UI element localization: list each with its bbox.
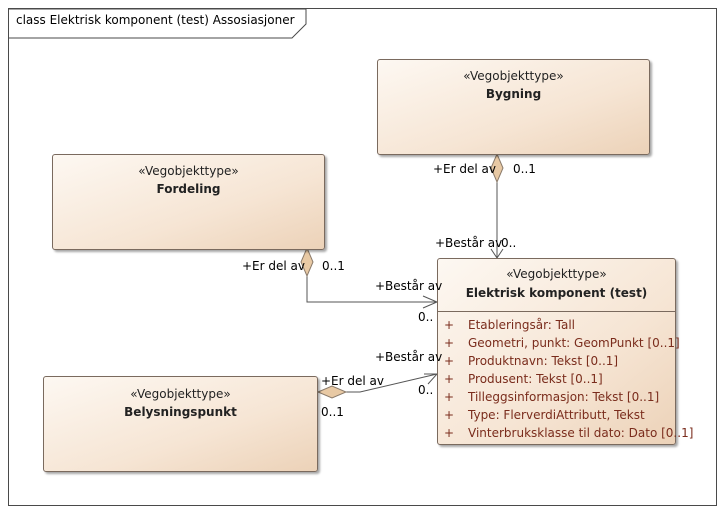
aggregation-diamond-bygning bbox=[490, 152, 504, 184]
attribute-visibility: + bbox=[444, 336, 455, 350]
attribute-visibility: + bbox=[444, 318, 455, 332]
class-stereotype: «Vegobjekttype» bbox=[463, 69, 564, 83]
role-label-fordeling-part: +Består av bbox=[375, 279, 443, 293]
attribute-row: + Tilleggsinformasjon: Tekst [0..1] bbox=[438, 390, 675, 408]
role-label-bygning-whole: +Er del av bbox=[433, 162, 496, 176]
role-label-belysningspunkt-part: +Består av bbox=[375, 350, 443, 364]
aggregation-diamond-fordeling bbox=[300, 246, 314, 278]
association-line-fordeling bbox=[306, 248, 437, 303]
role-label-fordeling-whole: +Er del av bbox=[242, 259, 305, 273]
class-fordeling[interactable]: «Vegobjekttype» Fordeling bbox=[52, 154, 325, 250]
class-name: Belysningspunkt bbox=[124, 405, 237, 419]
attribute-compartment: + Etableringsår: Tall + Geometri, punkt:… bbox=[438, 311, 693, 444]
attribute-row: + Type: FlerverdiAttributt, Tekst bbox=[438, 408, 675, 426]
attribute-text: Type: FlerverdiAttributt, Tekst bbox=[468, 408, 645, 422]
attribute-visibility: + bbox=[444, 426, 455, 440]
attribute-visibility: + bbox=[444, 408, 455, 422]
attribute-text: Produsent: Tekst [0..1] bbox=[468, 372, 603, 386]
role-label-bygning-part: +Består av bbox=[435, 236, 503, 250]
attribute-row: + Produsent: Tekst [0..1] bbox=[438, 372, 675, 390]
role-label-belysningspunkt-whole: +Er del av bbox=[321, 374, 384, 388]
multiplicity-fordeling-whole: 0..1 bbox=[322, 259, 345, 273]
class-belysningspunkt[interactable]: «Vegobjekttype» Belysningspunkt bbox=[43, 376, 318, 472]
class-name: Elektrisk komponent (test) bbox=[465, 286, 648, 300]
class-stereotype: «Vegobjekttype» bbox=[138, 164, 239, 178]
class-elektrisk-komponent[interactable]: «Vegobjekttype» Elektrisk komponent (tes… bbox=[437, 258, 693, 445]
attribute-row: + Vinterbruksklasse til dato: Dato [0..1… bbox=[438, 426, 693, 444]
attribute-visibility: + bbox=[444, 372, 455, 386]
multiplicity-belysningspunkt-part: 0.. bbox=[418, 383, 434, 397]
multiplicity-bygning-part: 0.. bbox=[501, 236, 517, 250]
attribute-text: Etableringsår: Tall bbox=[468, 318, 576, 332]
class-bygning[interactable]: «Vegobjekttype» Bygning bbox=[377, 59, 650, 155]
attribute-text: Produktnavn: Tekst [0..1] bbox=[468, 354, 619, 368]
attribute-row: + Etableringsår: Tall bbox=[438, 318, 675, 336]
attribute-visibility: + bbox=[444, 390, 455, 404]
aggregation-diamond-belysningspunkt bbox=[316, 385, 348, 399]
multiplicity-bygning-whole: 0..1 bbox=[513, 162, 536, 176]
class-stereotype: «Vegobjekttype» bbox=[506, 267, 607, 281]
class-name: Fordeling bbox=[156, 182, 221, 196]
attribute-visibility: + bbox=[444, 354, 455, 368]
attribute-row: + Geometri, punkt: GeomPunkt [0..1] bbox=[438, 336, 680, 354]
attribute-text: Vinterbruksklasse til dato: Dato [0..1] bbox=[468, 426, 694, 440]
class-stereotype: «Vegobjekttype» bbox=[130, 387, 231, 401]
attribute-text: Tilleggsinformasjon: Tekst [0..1] bbox=[468, 390, 660, 404]
diagram-title-tab bbox=[9, 9, 307, 39]
attribute-text: Geometri, punkt: GeomPunkt [0..1] bbox=[468, 336, 680, 350]
attribute-row: + Produktnavn: Tekst [0..1] bbox=[438, 354, 675, 372]
multiplicity-belysningspunkt-whole: 0..1 bbox=[321, 405, 344, 419]
multiplicity-fordeling-part: 0.. bbox=[418, 310, 434, 324]
diagram-title: class Elektrisk komponent (test) Assosia… bbox=[16, 13, 295, 27]
class-name: Bygning bbox=[485, 87, 542, 101]
